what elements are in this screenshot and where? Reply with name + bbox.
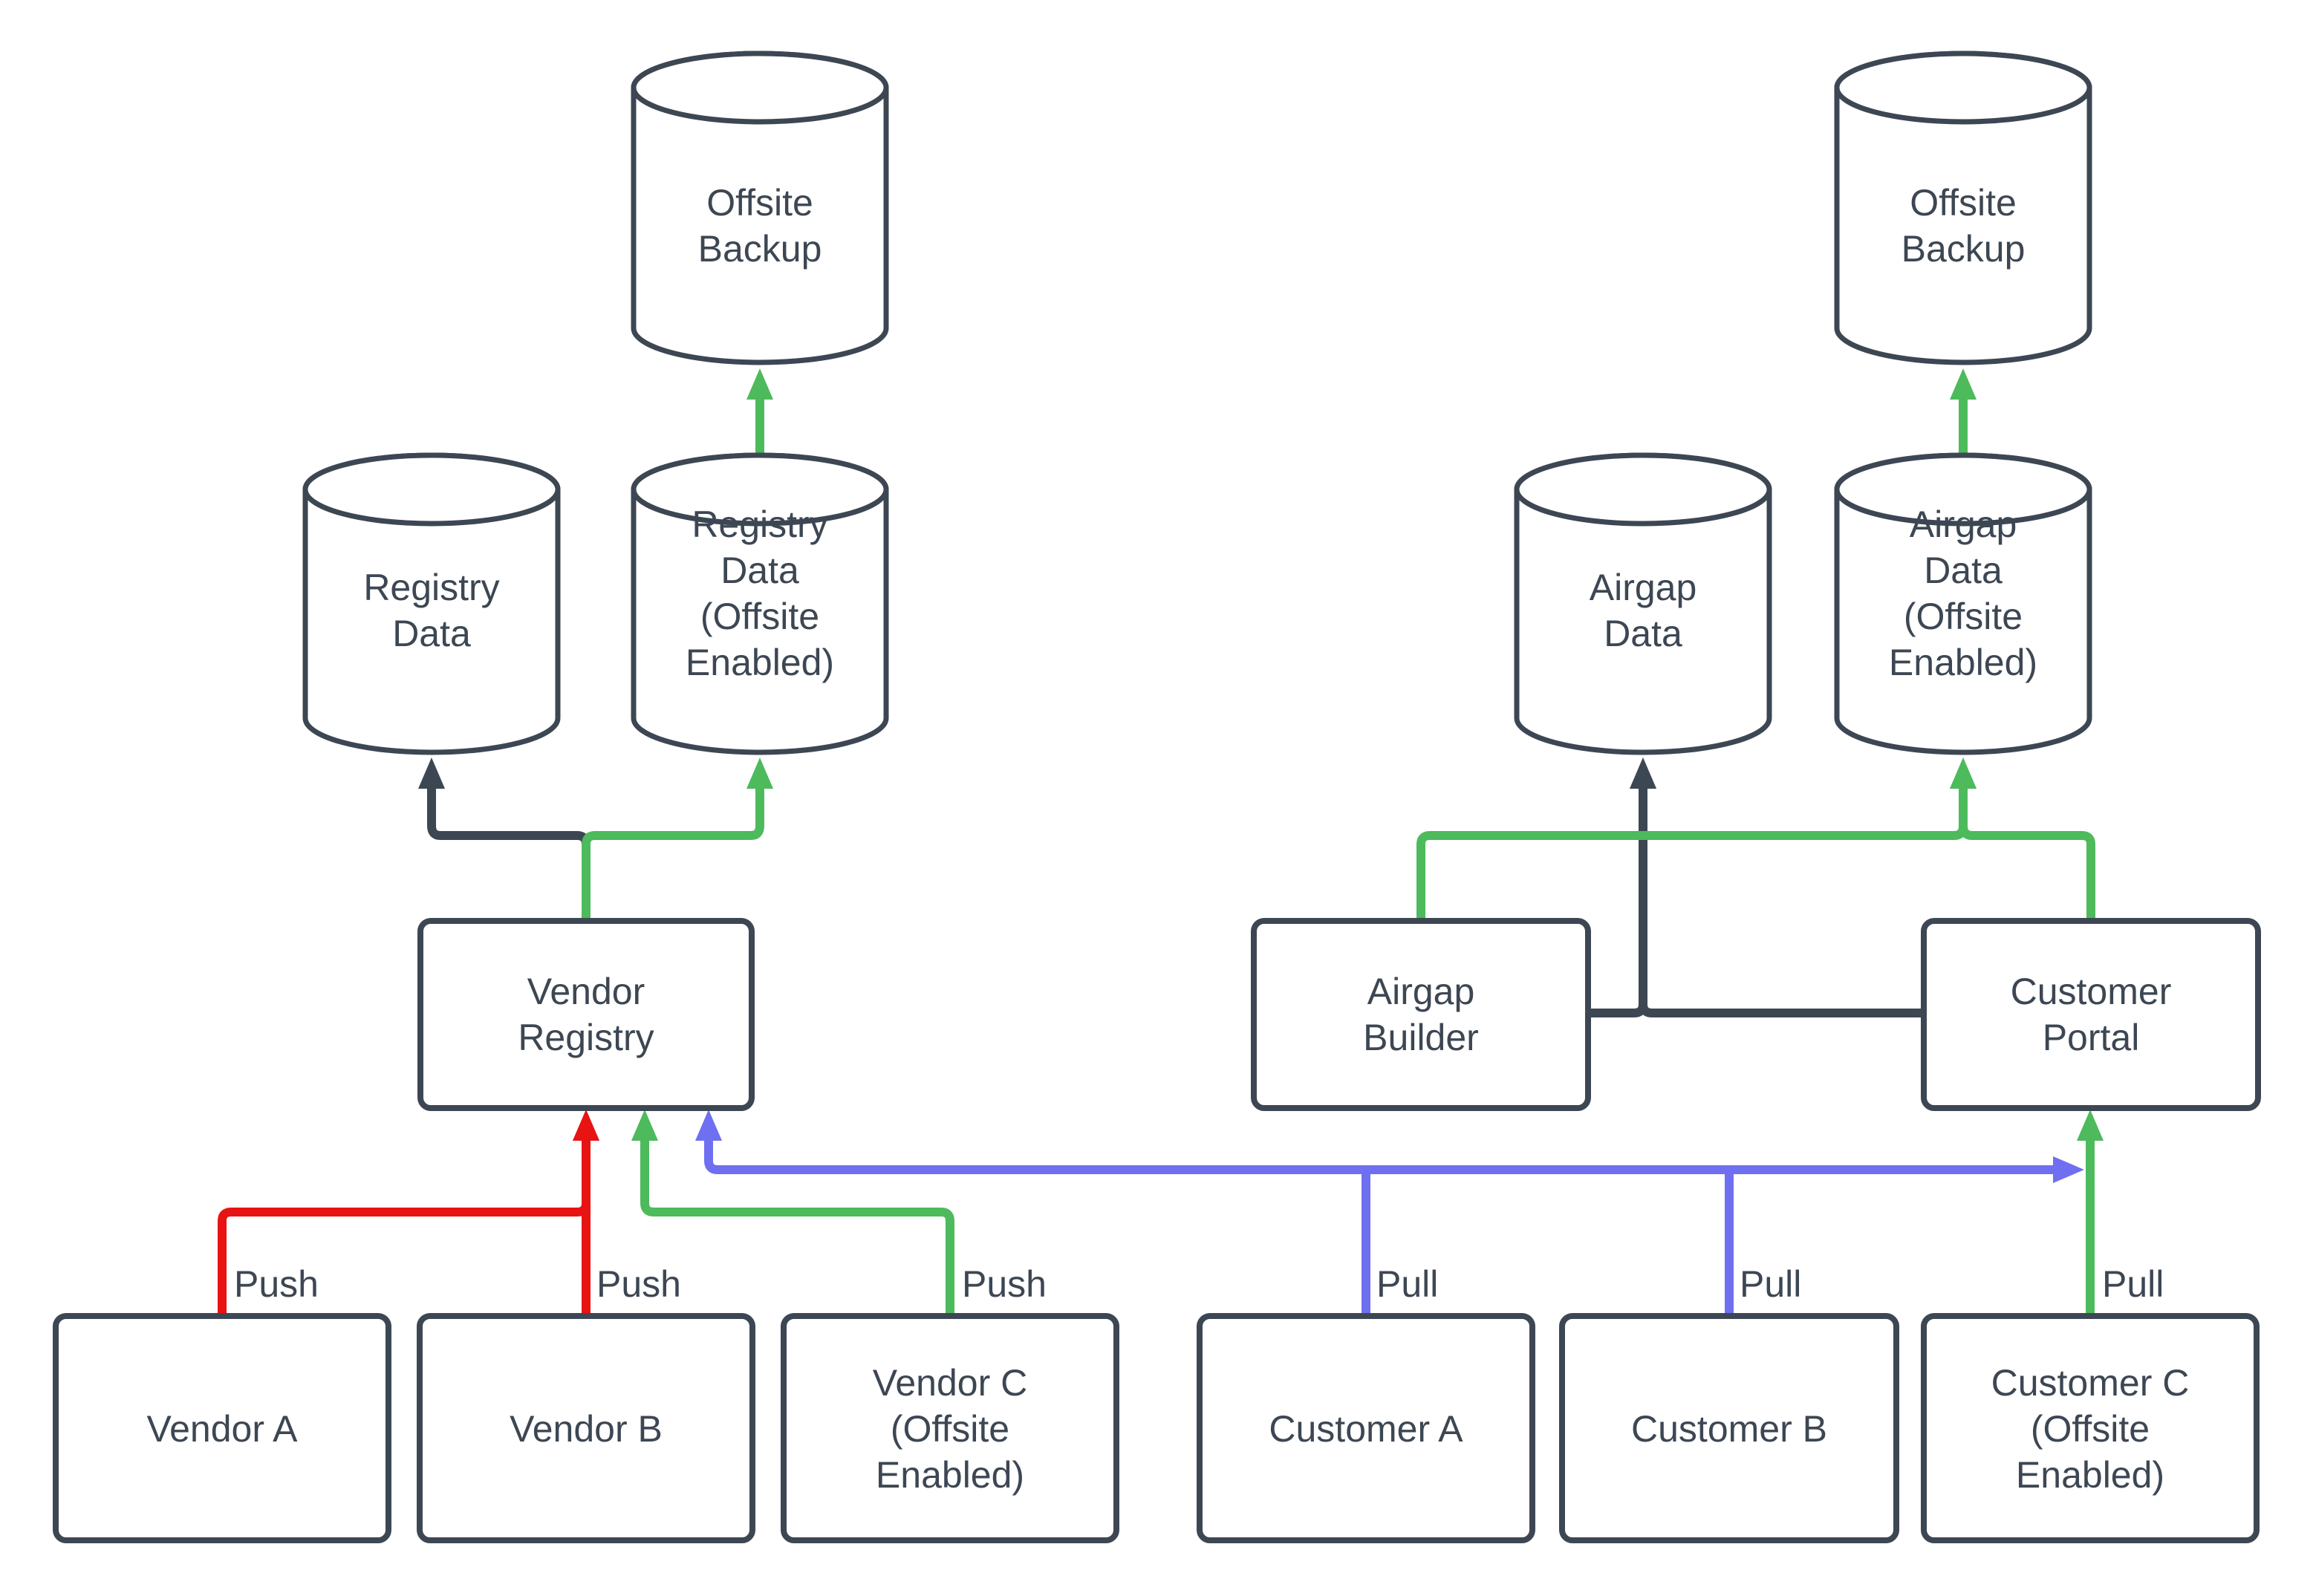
label-offsite-backup-left: Offsite	[706, 182, 813, 224]
label-customer-c: Customer C	[1991, 1362, 2190, 1404]
cylinder-airgap-data-offsite	[1834, 452, 2092, 755]
label-customer-portal: Customer	[2011, 971, 2172, 1012]
label-registry-data: Registry	[363, 567, 499, 608]
label-customer-b: Customer B	[1631, 1408, 1827, 1450]
label-airgap-builder: Airgap	[1367, 971, 1475, 1012]
edge-label-push-vendor-a: Push	[234, 1263, 319, 1305]
label-registry-data-offsite: Enabled)	[686, 642, 834, 683]
label-vendor-a: Vendor A	[147, 1408, 299, 1450]
edge-label-push-vendor-c: Push	[962, 1263, 1047, 1305]
edges	[218, 368, 2104, 1316]
label-airgap-builder: Builder	[1363, 1017, 1479, 1058]
edge-pull-trunk-to-vendor-registry	[695, 1110, 2084, 1183]
box-customer-portal	[1921, 918, 2261, 1111]
edge-vendor-registry-to-registry-data-offsite	[582, 758, 773, 921]
edge-airgap-builder-to-airgap-data-offsite	[1416, 758, 1977, 921]
label-vendor-c: (Offsite	[891, 1408, 1009, 1450]
edge-label-pull-customer-a: Pull	[1376, 1263, 1438, 1305]
label-registry-data-offsite: Data	[720, 550, 799, 591]
label-airgap-data-offsite: Airgap	[1910, 504, 2017, 545]
node-labels: Offsite Backup Offsite Backup Registry D…	[147, 182, 2190, 1496]
box-airgap-builder	[1251, 918, 1591, 1111]
label-customer-a: Customer A	[1269, 1408, 1463, 1450]
nodes	[53, 51, 2261, 1543]
label-registry-data-offsite: Registry	[692, 504, 827, 545]
edge-label-push-vendor-b: Push	[596, 1263, 681, 1305]
label-vendor-c: Vendor C	[873, 1362, 1027, 1404]
edge-customer-portal-to-airgap-data-offsite	[1950, 758, 2095, 921]
edge-labels: Push Push Push Pull Pull Pull	[234, 1263, 2164, 1305]
box-vendor-registry	[417, 918, 755, 1111]
box-vendor-a	[53, 1313, 391, 1543]
label-airgap-data: Airgap	[1590, 567, 1697, 608]
box-vendor-c	[781, 1313, 1119, 1543]
edge-label-pull-customer-c: Pull	[2102, 1263, 2164, 1305]
label-airgap-data-offsite: Enabled)	[1889, 642, 2037, 683]
cylinder-registry-data-offsite	[631, 452, 889, 755]
label-vendor-registry: Vendor	[527, 971, 645, 1012]
edge-airgap-builder-to-airgap-data	[1588, 758, 1656, 1017]
box-customer-a	[1197, 1313, 1535, 1543]
edge-label-pull-customer-b: Pull	[1740, 1263, 1801, 1305]
label-customer-portal: Portal	[2043, 1017, 2140, 1058]
label-customer-c: (Offsite	[2031, 1408, 2150, 1450]
label-airgap-data-offsite: Data	[1924, 550, 2003, 591]
label-airgap-data: Data	[1604, 613, 1682, 654]
label-registry-data: Data	[392, 613, 471, 654]
cylinder-offsite-backup-left	[631, 51, 889, 365]
box-customer-c	[1921, 1313, 2260, 1543]
label-registry-data-offsite: (Offsite	[700, 596, 819, 637]
label-vendor-b: Vendor B	[510, 1408, 663, 1450]
label-offsite-backup-right: Backup	[1902, 228, 2026, 270]
edge-vendor-c-push	[631, 1110, 954, 1316]
cylinder-offsite-backup-right	[1834, 51, 2092, 365]
label-offsite-backup-left: Backup	[698, 228, 822, 270]
label-airgap-data-offsite: (Offsite	[1904, 596, 2023, 637]
edge-vendor-a-push	[218, 1110, 599, 1316]
cylinder-airgap-data	[1514, 452, 1772, 755]
cylinder-registry-data	[302, 452, 561, 755]
label-vendor-registry: Registry	[518, 1017, 654, 1058]
edge-vendor-registry-to-registry-data	[418, 758, 591, 921]
edge-customer-portal-to-airgap-data	[1630, 758, 1924, 1017]
box-customer-b	[1559, 1313, 1899, 1543]
label-offsite-backup-right: Offsite	[1910, 182, 2017, 224]
box-vendor-b	[417, 1313, 755, 1543]
label-customer-c: Enabled)	[2016, 1454, 2164, 1496]
label-vendor-c: Enabled)	[876, 1454, 1024, 1496]
